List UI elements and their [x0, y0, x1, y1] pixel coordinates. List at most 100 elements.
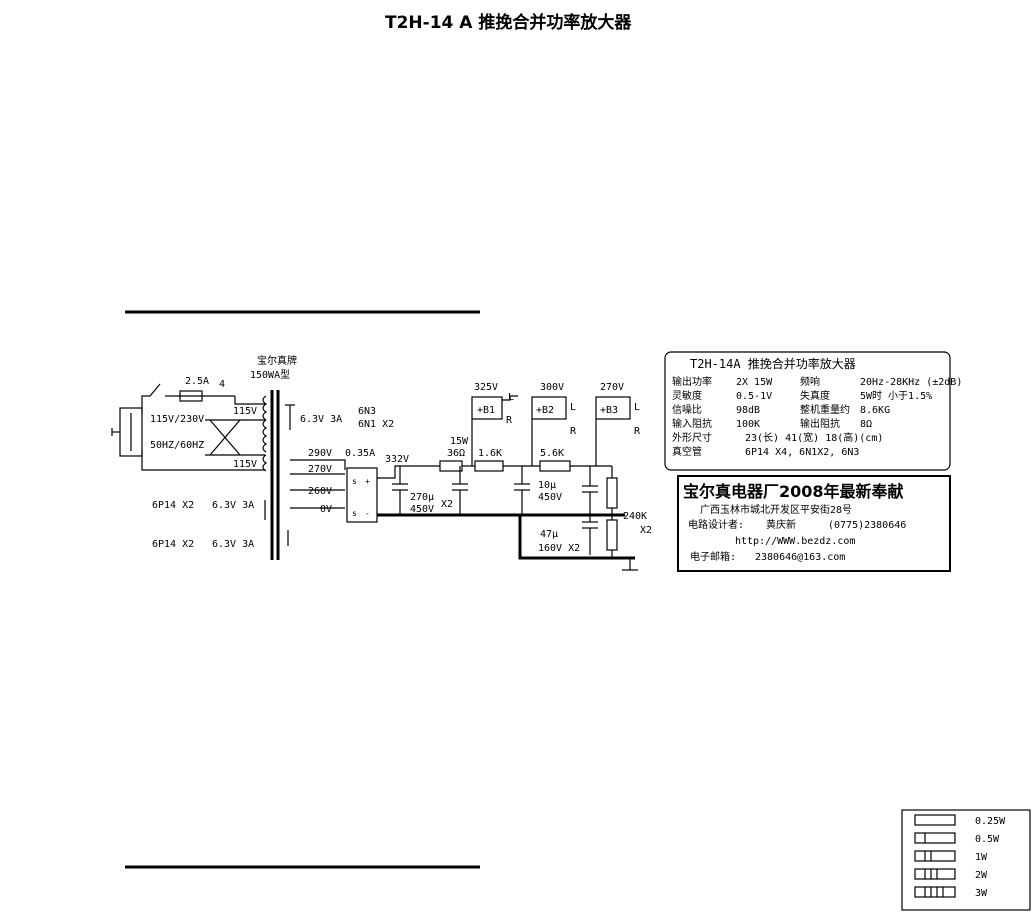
spec-cell: 真空管: [672, 445, 702, 458]
designer-name: 黄庆新: [766, 518, 796, 531]
c47-voltage: 160V X2: [538, 543, 580, 554]
r240-value: 240K: [623, 511, 647, 522]
c270: 270μ 450V X2: [392, 466, 468, 515]
rail-b2: +B2: [536, 405, 554, 416]
r36-watt: 15W: [450, 436, 469, 447]
rail-b1-l: L: [508, 392, 514, 403]
svg-text:s: s: [352, 477, 357, 486]
v332: 332V: [385, 454, 409, 465]
c47: 47μ 160V X2: [538, 466, 598, 555]
spec-cell: 输出阻抗: [800, 417, 840, 430]
credits-email[interactable]: 2380646@163.com: [755, 552, 845, 563]
rail-b2-l: L: [570, 402, 576, 413]
fuse-rating: 2.5A: [185, 376, 209, 387]
c270-x2: X2: [441, 499, 453, 510]
tap-290v: 290V: [308, 448, 332, 459]
legend-resistor-symbol: [914, 868, 956, 880]
spec-cell: 外形尺寸: [672, 431, 712, 444]
rail-b1: +B1: [477, 405, 495, 416]
power-supply: 115V/230V 50HZ/60HZ 2.5A 4 115V 115V 宝尔真…: [111, 354, 652, 571]
heater-1-tubes: 6N3: [358, 406, 376, 417]
r-36-ohm: [439, 460, 463, 472]
c10-value: 10μ: [538, 480, 556, 491]
rail-b3: +B3: [600, 405, 618, 416]
legend-power-label: 0.5W: [975, 834, 1000, 845]
heater-2: 6.3V 3A: [212, 500, 254, 511]
heater-1: 6.3V 3A: [300, 414, 342, 425]
tap-260v: 260V: [308, 486, 332, 497]
c10-voltage: 450V: [538, 492, 562, 503]
legend-resistor-symbol: [914, 814, 956, 826]
designer-phone: (0775)2380646: [828, 520, 906, 531]
spec-cell: 输出功率: [672, 375, 712, 388]
r-1-6k: [474, 460, 504, 472]
primary-b: 115V: [233, 459, 257, 470]
bridge-rectifier: [346, 467, 378, 523]
svg-text:-: -: [365, 509, 370, 518]
spec-cell: 0.5-1V: [736, 391, 772, 402]
heater-1-tubes2: 6N1 X2: [358, 419, 394, 430]
spec-cell: 信噪比: [672, 404, 702, 416]
transformer-type: 150WA型: [250, 368, 290, 381]
spec-title: T2H-14A 推挽合并功率放大器: [690, 356, 856, 371]
spec-cell: 整机重量约: [800, 403, 850, 416]
svg-text:+: +: [365, 477, 370, 486]
rail-b3-r: R: [634, 426, 641, 437]
rail-b2-r: R: [570, 426, 577, 437]
tap-0v: 0V: [320, 504, 332, 515]
primary-a: 115V: [233, 406, 257, 417]
heater-2-tubes: 6P14 X2: [152, 500, 194, 511]
tap-current: 0.35A: [345, 448, 375, 459]
mains-voltage: 115V/230V: [150, 414, 204, 425]
c10: 10μ 450V: [514, 466, 562, 515]
rail-b3-l: L: [634, 402, 640, 413]
r5-6k-value: 5.6K: [540, 448, 564, 459]
spec-cell: 20Hz-28KHz (±2dB): [860, 377, 962, 388]
page-title: T2H-14 A 推挽合并功率放大器: [385, 12, 632, 33]
r-240k: 240K X2: [606, 466, 652, 558]
r240-x2: X2: [640, 525, 652, 536]
r36-value: 36Ω: [447, 448, 465, 459]
power-switch: [149, 383, 161, 397]
spec-cell: 5W时 小于1.5%: [860, 390, 932, 402]
credits-box: 宝尔真电器厂2008年最新奉献 广西玉林市城北开发区平安街28号 电路设计者: …: [677, 475, 951, 572]
spec-cell: 8.6KG: [860, 405, 890, 416]
spec-cell: 100K: [736, 419, 760, 430]
credits-website[interactable]: http://WWW.bezdz.com: [735, 536, 855, 547]
legend-power-label: 1W: [975, 852, 988, 863]
heater-3: 6.3V 3A: [212, 539, 254, 550]
c270-value: 270μ: [410, 492, 434, 503]
svg-text:s: s: [352, 509, 357, 518]
legend-resistor-symbol: [914, 850, 956, 862]
switch-pin: 4: [219, 379, 225, 390]
spec-cell: 输入阻抗: [672, 417, 712, 430]
c47-value: 47μ: [540, 529, 558, 540]
resistor-legend: 0.25W 0.5W 1W 2W 3W: [901, 809, 1031, 911]
spec-cell: 6P14 X4, 6N1X2, 6N3: [745, 447, 859, 458]
spec-cell: 23(长) 41(宽) 18(高)(cm): [745, 431, 883, 444]
spec-cell: 灵敏度: [672, 389, 702, 402]
rail-b1-r: R: [506, 415, 513, 426]
legend-power-label: 3W: [975, 888, 988, 899]
spec-cell: 98dB: [736, 405, 760, 416]
v325: 325V: [474, 382, 498, 393]
credits-headline: 宝尔真电器厂2008年最新奉献: [683, 482, 904, 501]
credits-address: 广西玉林市城北开发区平安街28号: [700, 503, 852, 516]
transformer-brand: 宝尔真牌: [257, 354, 297, 367]
legend-resistor-symbol: [914, 886, 956, 898]
spec-cell: 2X 15W: [736, 377, 773, 388]
c270-voltage: 450V: [410, 504, 434, 515]
v300: 300V: [540, 382, 564, 393]
spec-box: T2H-14A 推挽合并功率放大器 输出功率 2X 15W 频响 20Hz-28KHz…: [664, 351, 962, 471]
heater-3-tubes: 6P14 X2: [152, 539, 194, 550]
tap-270v: 270V: [308, 464, 332, 475]
spec-cell: 8Ω: [860, 419, 872, 430]
legend-power-label: 2W: [975, 870, 988, 881]
legend-resistor-symbol: [914, 832, 956, 844]
r1-6k-value: 1.6K: [478, 448, 502, 459]
legend-power-label: 0.25W: [975, 816, 1006, 827]
r-5-6k: [539, 460, 571, 472]
spec-cell: 频响: [800, 375, 820, 388]
mains-frequency: 50HZ/60HZ: [150, 440, 204, 451]
email-label: 电子邮箱:: [690, 550, 736, 563]
